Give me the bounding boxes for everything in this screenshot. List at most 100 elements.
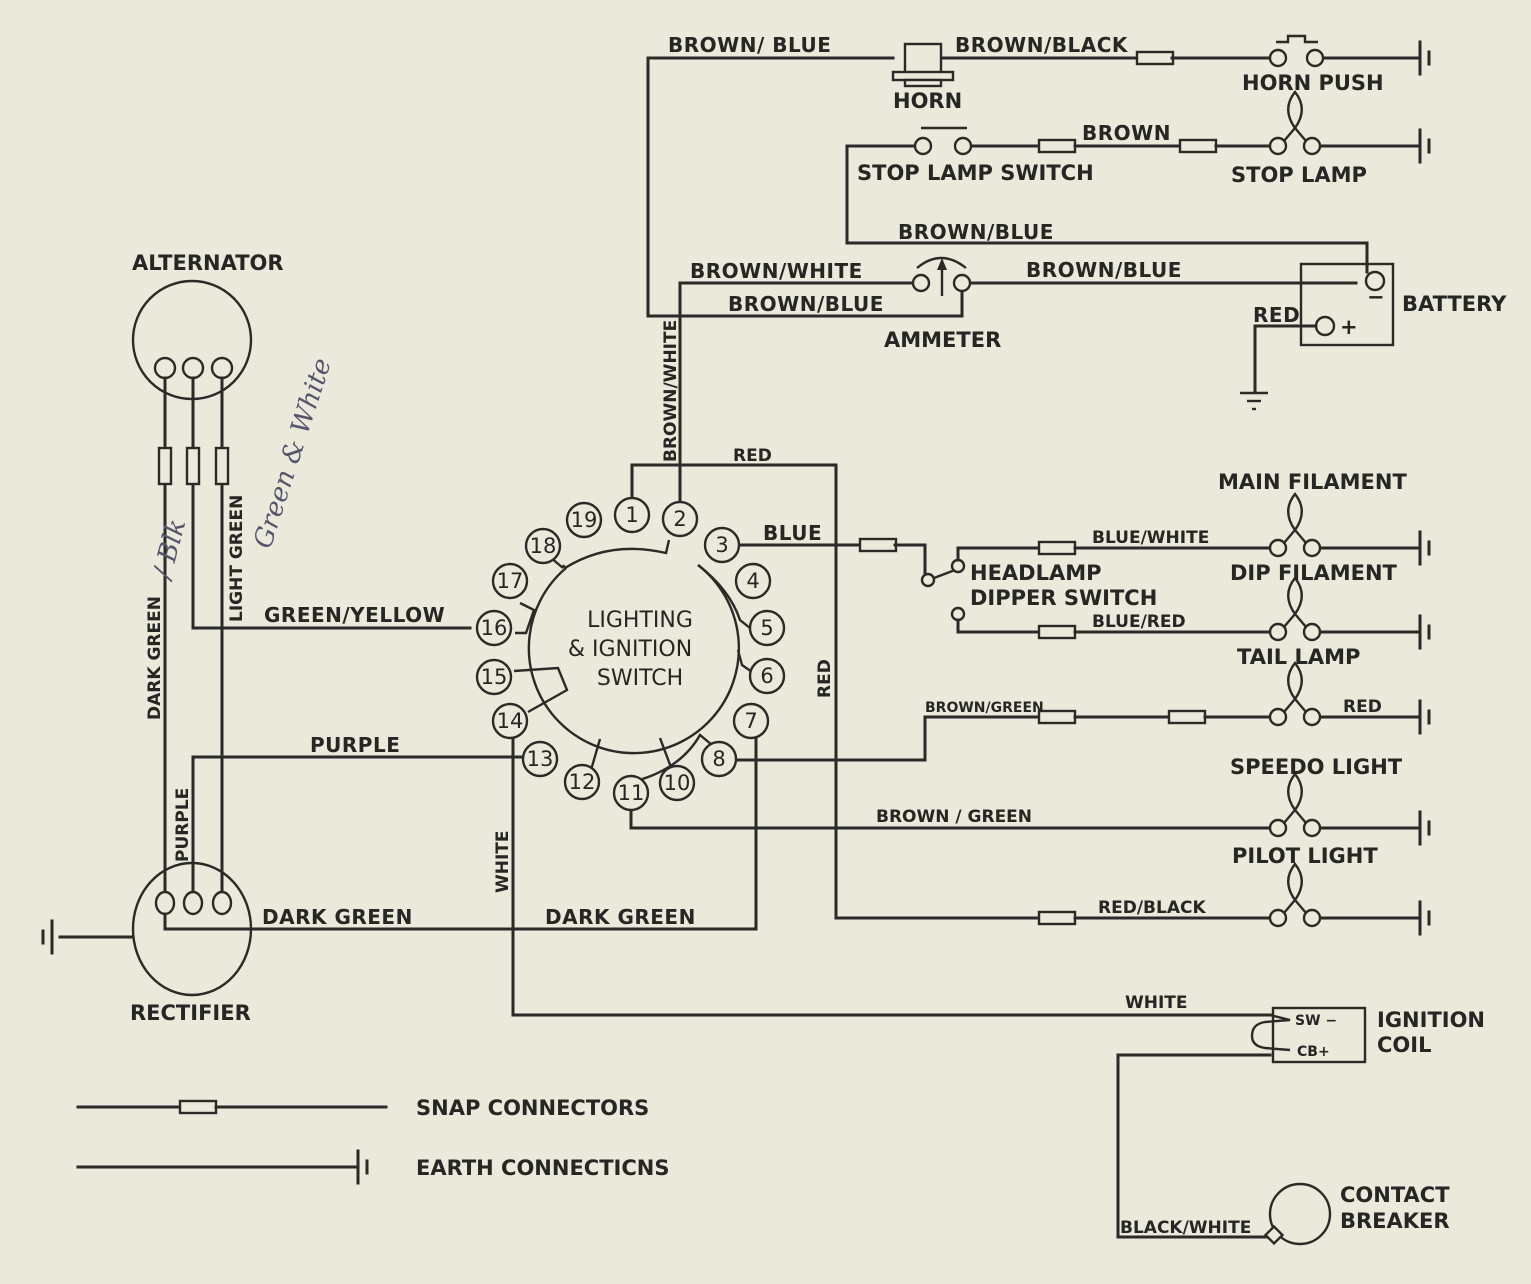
wire-label: WHITE [493,830,513,893]
earth-icon [1418,530,1431,566]
switch-pin-label: 5 [760,616,773,640]
coil-sw-terminal: SW − [1295,1013,1337,1029]
switch-pin-label: 19 [571,508,598,532]
ammeter-label: AMMETER [884,328,1001,352]
wire-label: RED [1253,303,1300,327]
horn-push-label: HORN PUSH [1242,71,1384,95]
switch-label: & IGNITION [568,637,692,662]
wire-label: WHITE [1125,993,1188,1013]
wire-label: BROWN/BLUE [1026,258,1182,282]
wire-label: DARK GREEN [145,596,165,720]
coil-cb-terminal: CB+ [1297,1044,1330,1060]
switch-pin-label: 4 [746,569,759,593]
wire-label: DARK GREEN [262,905,413,929]
switch-pin-label: 8 [712,747,725,771]
rectifier: PURPLE PURPLE DARK GREEN DARK GREEN RECT… [41,733,758,1025]
switch-pin-label: 10 [664,771,691,795]
earth-icon [1418,810,1431,846]
switch-pin-label: 16 [481,616,508,640]
wire-label: DARK GREEN [545,905,696,929]
switch-pin-2: 2 [661,500,699,538]
horn-push-icon [1268,34,1325,68]
earth-icon [1418,614,1431,650]
contact-breaker-label: BREAKER [1340,1209,1450,1233]
switch-pin-3: 3 [703,526,741,564]
tail-lamp-bulb-icon [1268,576,1322,642]
headlamp-dipper-label: DIPPER SWITCH [970,586,1157,610]
ignition-circuit: SW − CB+ IGNITION COIL WHITE BLACK/WHITE… [1116,993,1485,1246]
wire-label: BROWN/WHITE [690,259,863,283]
ignition-coil-label: COIL [1377,1033,1431,1057]
switch-pin-11: 11 [612,774,650,812]
switch-pin-5: 5 [748,609,786,647]
switch-pin-label: 14 [497,709,524,733]
horn-label: HORN [893,89,962,113]
wire-label: PURPLE [173,788,193,862]
switch-pin-17: 17 [491,562,529,600]
dip-filament-label: DIP FILAMENT [1230,561,1398,585]
speedo-bulb-icon [1268,772,1322,838]
contact-breaker-label: CONTACT [1340,1183,1450,1207]
stop-lamp-label: STOP LAMP [1231,163,1367,187]
switch-pin-label: 7 [744,709,757,733]
wire-label: BROWN/BLUE [728,292,884,316]
switch-pin-label: 13 [527,747,554,771]
tail-lamp-label: TAIL LAMP [1237,645,1360,669]
earth-icon [1418,40,1431,76]
stop-lamp-switch-label: STOP LAMP SWITCH [857,161,1094,185]
wire-label: LIGHT GREEN [227,495,247,622]
switch-pin-6: 6 [748,657,786,695]
headlamp-bulb-icon [1268,492,1322,558]
alternator-label: ALTERNATOR [132,251,284,275]
lights-circuit: BROWN/GREEN RED SPEEDO LIGHT BROWN / GRE… [876,661,1431,936]
wire-label: GREEN/YELLOW [264,603,445,627]
earth-icon [1418,900,1431,936]
switch-pin-8: 8 [700,740,738,778]
wire-label: BLUE/RED [1092,612,1186,632]
speedo-light-label: SPEEDO LIGHT [1230,755,1403,779]
pilot-bulb-icon [1268,862,1322,928]
switch-pin-label: 11 [618,781,645,805]
battery-icon [1240,262,1395,411]
switch-pin-label: 17 [497,569,524,593]
wire-label: BROWN/GREEN [925,700,1044,716]
main-filament-label: MAIN FILAMENT [1218,470,1407,494]
earth-icon [356,1149,369,1185]
switch-pin-1: 1 [613,496,651,534]
wire-label: BLUE [763,521,822,545]
switch-pin-7: 7 [732,702,770,740]
wire-label: RED [1343,697,1382,717]
wire-label: RED [815,659,835,698]
wire-label: RED/BLACK [1098,898,1206,918]
switch-label: LIGHTING [587,608,693,633]
ammeter-icon [911,256,972,296]
handwritten-note: / Blk [147,516,192,585]
snap-connector-icon [178,1099,218,1115]
switch-pin-19: 19 [565,501,603,539]
battery-positive: + [1340,315,1358,339]
earth-icon [41,919,54,955]
legend-earth-label: EARTH CONNECTICNS [416,1156,669,1180]
rectifier-label: RECTIFIER [130,1001,251,1025]
switch-label: SWITCH [597,666,683,691]
switch-pin-13: 13 [521,740,559,778]
switch-pin-label: 12 [569,770,596,794]
switch-pin-14: 14 [491,702,529,740]
wire-label: BROWN / GREEN [876,807,1032,827]
switch-pin-label: 2 [673,507,686,531]
horn-icon [891,42,955,88]
wire-label: BROWN/WHITE [661,320,681,462]
ammeter-circuit: BROWN/WHITE BROWN/BLUE AMMETER BROWN/BLU… [646,256,1507,467]
switch-pin-12: 12 [563,763,601,801]
wire-label: BROWN [1082,121,1171,145]
switch-pin-16: 16 [475,609,513,647]
earth-icon [1418,699,1431,735]
wire-label: BROWN/BLACK [955,33,1129,57]
wire-label: RED [733,446,772,466]
switch-pin-15: 15 [475,658,513,696]
stop-lamp-bulb-icon [1268,90,1322,156]
switch-pin-label: 1 [625,503,638,527]
wire-label: BROWN/ BLUE [668,33,831,57]
